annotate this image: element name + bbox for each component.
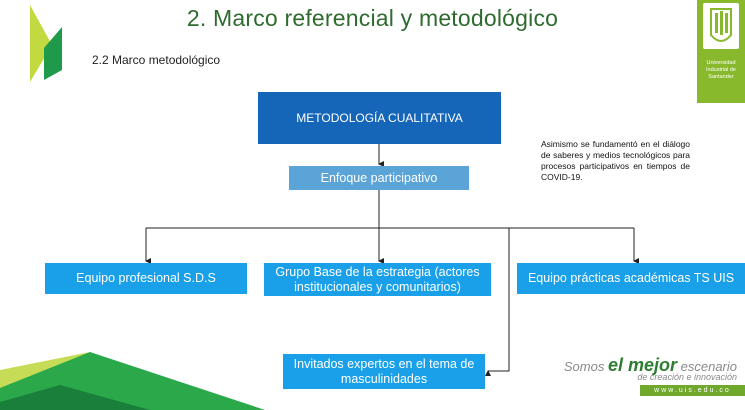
page-subtitle: 2.2 Marco metodológico (92, 53, 221, 67)
uis-shield-icon (703, 3, 739, 49)
equipo-sds-box: Equipo profesional S.D.S (45, 263, 247, 294)
grupo-base-box: Grupo Base de la estrategia (actores ins… (264, 263, 491, 296)
chevron-green-decoration (44, 27, 62, 80)
slogan-line2: de creación e innovación (637, 372, 737, 382)
slogan-line1: Somos el mejor escenario (564, 355, 737, 376)
slogan-strong: el mejor (607, 355, 677, 375)
slogan-prefix: Somos (563, 359, 605, 374)
chevron-light-decoration (30, 5, 52, 82)
enfoque-box: Enfoque participativo (289, 166, 469, 190)
website-link[interactable]: www.uis.edu.co (640, 385, 745, 396)
metodologia-box: METODOLOGÍA CUALITATIVA (258, 92, 501, 144)
uis-logo-text: Universidad Industrial de Santander (706, 60, 736, 81)
equipo-practicas-box: Equipo prácticas académicas TS UIS (517, 263, 745, 294)
note-text: Asimismo se fundamentó en el diálogo de … (541, 139, 690, 183)
uis-logo: Universidad Industrial de Santander (697, 0, 745, 103)
page-title: 2. Marco referencial y metodológico (186, 5, 559, 31)
invitados-box: Invitados expertos en el tema de masculi… (283, 354, 485, 389)
stripe-dark-decoration (0, 385, 150, 410)
connector-to-invitados (485, 228, 510, 376)
slogan-suffix: escenario (680, 359, 737, 374)
